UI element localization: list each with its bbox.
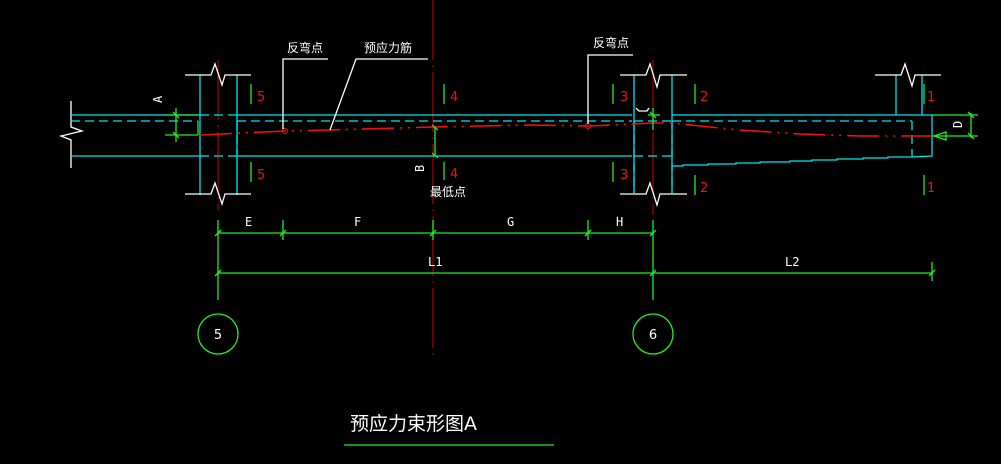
svg-text:1: 1	[927, 181, 935, 196]
label-dim-d: D	[951, 121, 965, 128]
column-6-notch	[635, 107, 650, 112]
label-dim-l2: L2	[785, 255, 799, 269]
tendon-anchor-icon	[931, 131, 947, 141]
svg-text:5: 5	[214, 328, 222, 343]
svg-text:1: 1	[927, 90, 935, 105]
label-inflection-point-right: 反弯点	[593, 35, 629, 50]
svg-text:4: 4	[450, 167, 458, 182]
dimension-d: D	[931, 111, 978, 141]
label-dim-l1: L1	[428, 255, 442, 269]
dimension-chain-l1-l2: L1 L2	[214, 255, 936, 281]
drawing-title: 预应力束形图A	[350, 413, 477, 435]
grid-axis-bubble-5: 5	[197, 313, 239, 355]
leader-inflection-left	[282, 58, 328, 129]
section-mark-2-top: 2	[694, 84, 708, 105]
section-mark-5-top: 5	[250, 84, 265, 105]
section-mark-2-bottom: 2	[694, 175, 708, 196]
svg-text:3: 3	[620, 90, 628, 105]
label-dim-g: G	[507, 215, 514, 229]
svg-text:2: 2	[700, 90, 708, 105]
svg-text:6: 6	[649, 328, 657, 343]
section-mark-1-top: 1	[923, 84, 935, 105]
leader-tendon	[329, 58, 428, 131]
column-6-bottom-break	[620, 180, 687, 208]
label-dim-b: B	[413, 165, 427, 172]
svg-text:3: 3	[620, 168, 628, 183]
section-mark-3-top: 3	[612, 84, 628, 105]
label-dim-f: F	[354, 215, 361, 229]
column-6-top-break	[620, 61, 687, 90]
grid-axis-bubble-6: 6	[632, 313, 674, 355]
svg-text:2: 2	[700, 181, 708, 196]
inflection-point-left-marker	[282, 128, 288, 134]
cantilever-bottom-edge	[672, 115, 933, 167]
dimension-a: A	[151, 95, 198, 142]
column-5-bottom-break	[185, 181, 251, 207]
left-break-line	[58, 101, 85, 168]
leader-inflection-right	[587, 54, 633, 124]
label-dim-a: A	[151, 95, 165, 103]
label-dim-e: E	[245, 215, 252, 229]
column-6-tendon-marker	[648, 108, 660, 130]
section-mark-5-bottom: 5	[250, 162, 265, 183]
section-mark-3-bottom: 3	[612, 162, 628, 183]
dimension-chain-efgh: E F G H	[214, 215, 657, 300]
column-5-top-break	[185, 62, 251, 88]
label-inflection-point-left: 反弯点	[287, 40, 323, 55]
prestressed-tendon-profile	[199, 122, 933, 137]
section-mark-1-bottom: 1	[923, 175, 935, 196]
column-1-top-break	[875, 61, 941, 89]
section-mark-4-bottom: 4	[443, 162, 458, 182]
svg-text:4: 4	[450, 90, 458, 105]
svg-text:5: 5	[257, 90, 265, 105]
label-prestressed-tendon: 预应力筋	[364, 40, 412, 55]
dimension-b: B	[413, 124, 439, 172]
label-dim-h: H	[616, 215, 623, 229]
label-lowest-point: 最低点	[430, 185, 466, 199]
svg-text:5: 5	[257, 168, 265, 183]
section-mark-4-top: 4	[443, 84, 458, 105]
